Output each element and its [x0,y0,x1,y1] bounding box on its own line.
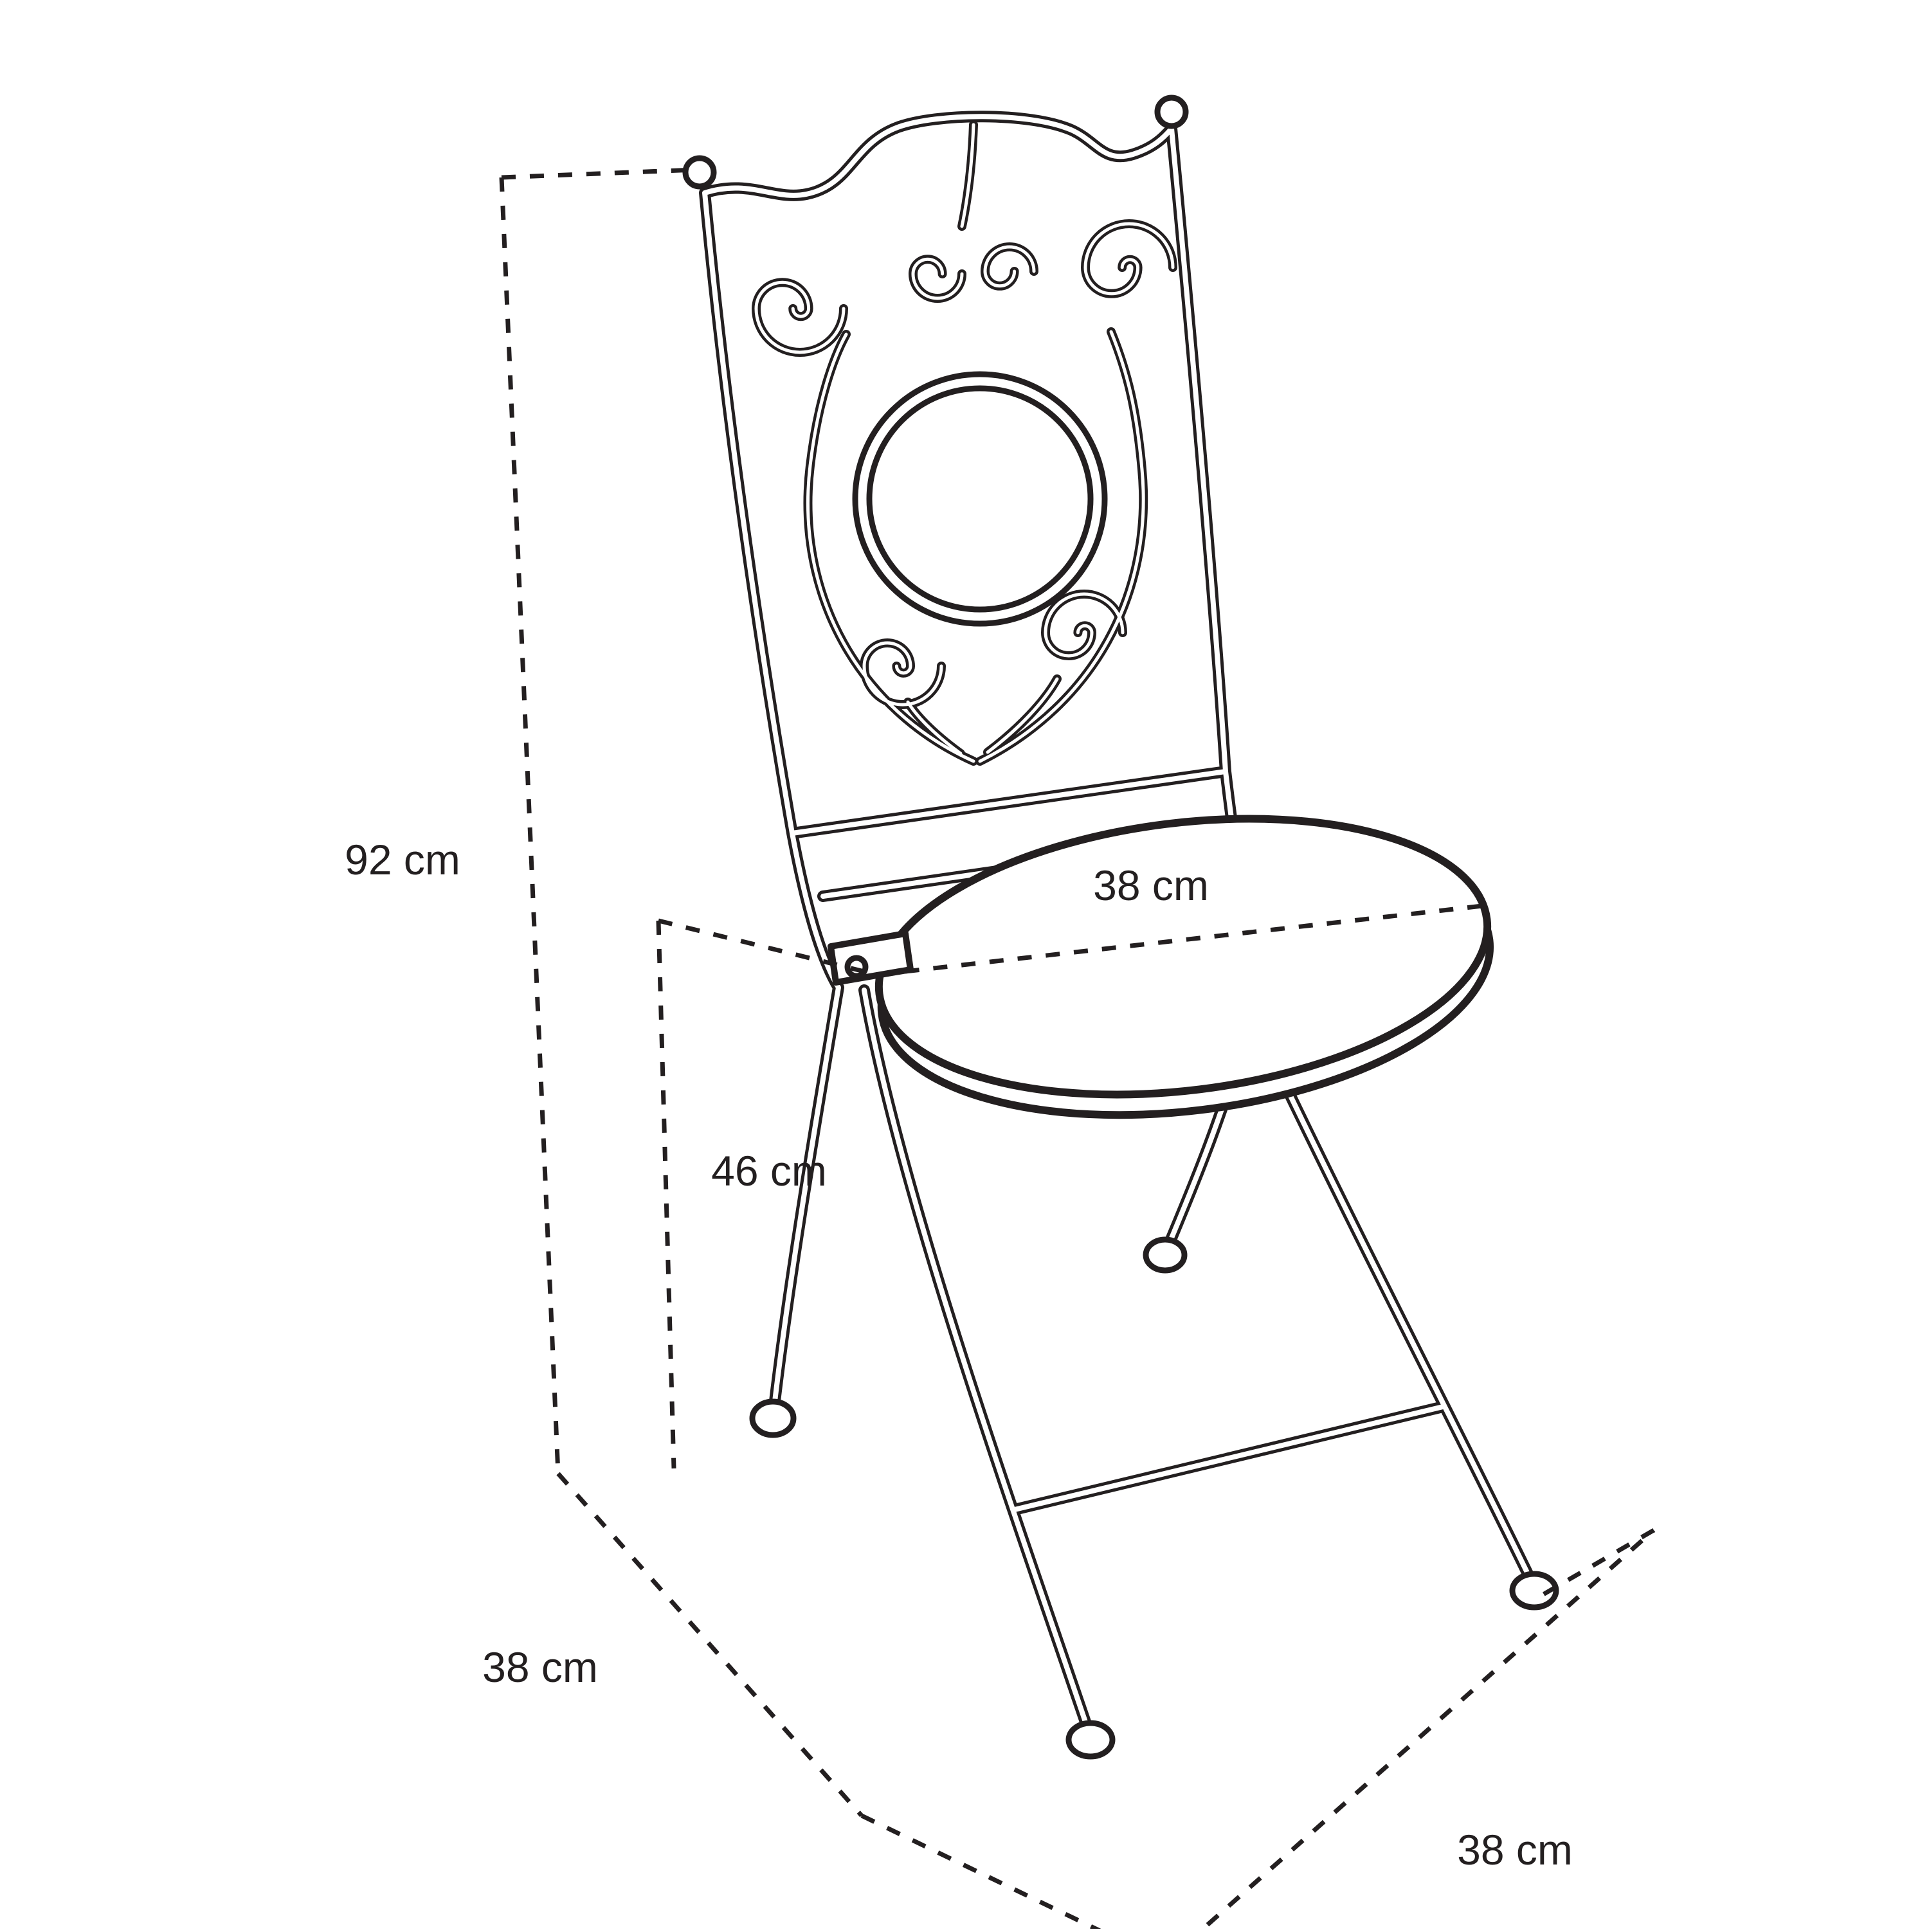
backrest-ring-outer [852,371,1108,627]
scrollwork-inner [754,123,1175,763]
seat-diameter-dimension-label: 38 cm [1093,862,1209,909]
seat-height-dimension-label: 46 cm [711,1147,827,1195]
dimension-lines-seat-height [656,918,878,1469]
left-finial-ball [682,155,717,190]
width-dimension-label: 38 cm [1457,1826,1573,1873]
backrest-scrollwork [752,120,1177,766]
chair-feet [749,1236,1559,1760]
seat-top [874,815,1492,1099]
depth-dimension-label: 38 cm [482,1643,598,1691]
front-right-foot [1509,1571,1559,1611]
height-dimension-label: 92 cm [345,836,460,883]
dimension-lines-height [499,167,695,1474]
chair-seat [874,815,1494,1119]
right-finial-ball [1154,95,1189,129]
backrest-ring-inner [866,385,1094,613]
dimension-lines [499,167,1656,1932]
front-left-foot [1065,1720,1116,1760]
dimension-labels: 92 cm 38 cm 46 cm 38 cm 38 cm [345,836,1573,1873]
rear-right-foot [1143,1236,1188,1274]
rear-left-foot [749,1398,797,1438]
dimension-line-seat-diameter [876,903,1489,977]
dimension-lines-footprint [556,1472,1656,1932]
chair-line-drawing [682,95,1559,1760]
